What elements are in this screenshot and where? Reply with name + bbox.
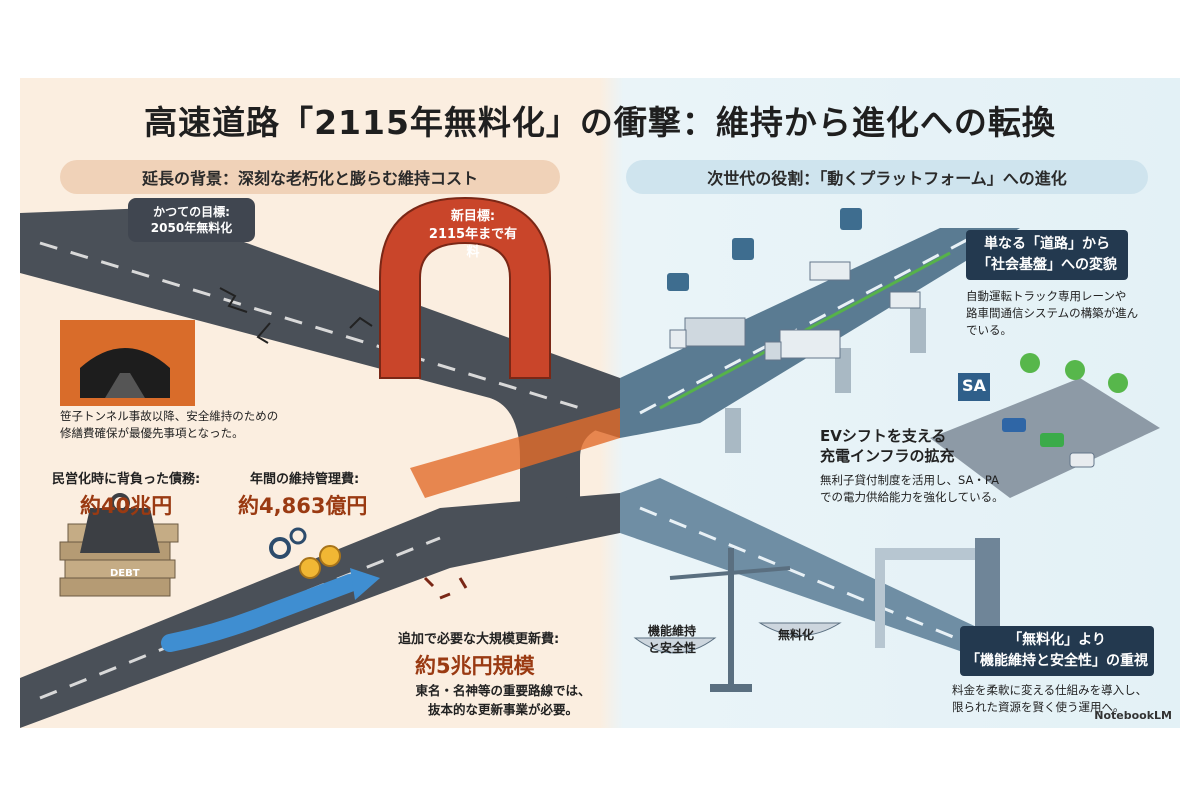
truck-icon (809, 261, 851, 281)
watermark: NotebookLM (1094, 709, 1172, 722)
debt-label: 民営化時に背負った債務: (52, 472, 201, 487)
car-icon (1040, 433, 1064, 447)
truck-icon (889, 291, 921, 309)
gantry (875, 548, 985, 560)
charging-icon (1065, 360, 1085, 380)
truck-icon (764, 329, 841, 361)
maintenance-label: 年間の維持管理費: (250, 472, 360, 487)
sa-sign (958, 373, 990, 401)
left-section-header: 延長の背景：深刻な老朽化と膨らむ維持コスト (60, 160, 560, 194)
gear-icon (289, 527, 307, 545)
car-icon (1002, 418, 1026, 432)
ev-title: EVシフトを支える 充電インフラの拡充 (820, 427, 955, 465)
debt-weight-text: DEBT (110, 568, 140, 579)
mail-icon (667, 273, 689, 291)
infographic-canvas: 高速道路「2115年無料化」の衝撃：維持から進化への転換 延長の背景：深刻な老朽… (20, 78, 1180, 728)
ev-note: 無利子貸付制度を活用し、SA・PA での電力供給能力を強化している。 (820, 473, 1004, 504)
right-section-header: 次世代の役割：「動くプラットフォーム」への進化 (626, 160, 1148, 194)
renewal-value: 約5兆円規模 (415, 654, 535, 678)
road-illustration (20, 196, 1160, 728)
debt-weight-icon (80, 493, 160, 553)
social-infra-note: 自動運転トラック専用レーンや 路車間通信システムの構築が進ん でいる。 (966, 289, 1139, 337)
debt-value: 約40兆円 (80, 494, 173, 518)
scale-right-label: 無料化 (778, 628, 815, 642)
sa-sign-text: SA (962, 376, 986, 395)
bike-sign-icon (840, 208, 862, 230)
scale-left-label: 機能維持 と安全性 (648, 624, 697, 655)
new-goal-label: 新目標: 2115年まで有料 (428, 209, 518, 260)
car-sign-icon (732, 238, 754, 260)
social-infra-box: 単なる「道路」から 「社会基盤」への変貌 (966, 230, 1128, 280)
red-arch (379, 196, 551, 379)
gear-icon (269, 537, 291, 559)
lower-road (20, 493, 620, 728)
page-title: 高速道路「2115年無料化」の衝撃：維持から進化への転換 (144, 103, 1056, 142)
blue-pipe-arrow (161, 574, 359, 652)
renewal-note: 東名・名神等の重要路線では、 抜本的な更新事業が必要。 (415, 683, 591, 717)
truck-icon (669, 317, 746, 349)
coin-icon (319, 545, 341, 567)
function-priority-box: 「無料化」より 「機能維持と安全性」の重視 (960, 626, 1154, 676)
tunnel-note: 笹子トンネル事故以降、安全維持のための 修繕費確保が最優先事項となった。 (60, 409, 279, 440)
coin-icon (299, 557, 321, 579)
lower-highway (620, 478, 1000, 658)
charging-icon (1108, 373, 1128, 393)
balance-scale-icon (633, 548, 842, 692)
maintenance-value: 約4,863億円 (238, 494, 368, 518)
old-goal-bubble: かつての目標: 2050年無料化 (128, 198, 255, 242)
renewal-label: 追加で必要な大規模更新費: (398, 632, 560, 647)
car-icon (1069, 452, 1095, 468)
upper-road-left (20, 208, 620, 438)
charging-icon (1020, 353, 1040, 373)
function-priority-note: 料金を柔軟に変える仕組みを導入し、 限られた資源を賢く使う運用へ。 (952, 683, 1148, 714)
